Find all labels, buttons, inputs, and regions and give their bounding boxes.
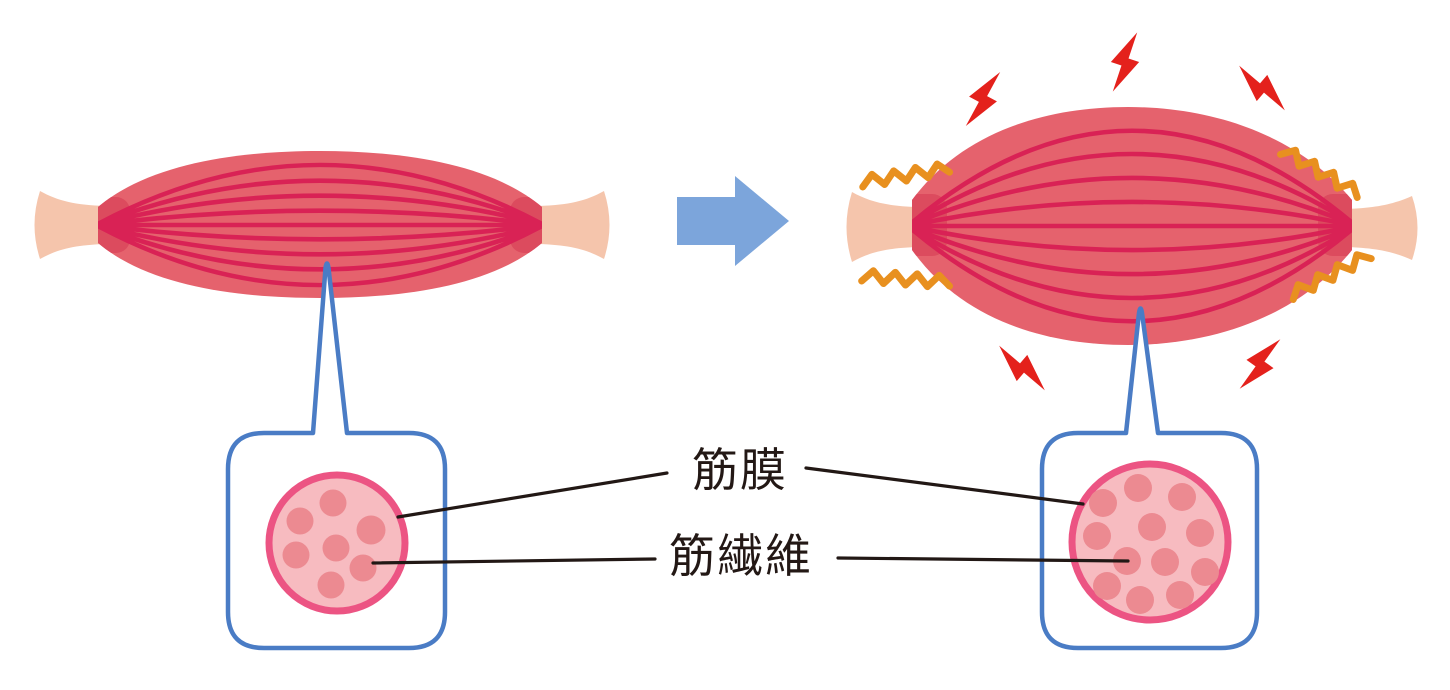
muscle-fiber-dots [1083, 474, 1219, 614]
muscle-fiber-dot [317, 571, 345, 599]
muscle-fiber-stripes [98, 162, 542, 288]
muscle-fiber-dot [1186, 519, 1214, 547]
normal-muscle-illustration [34, 151, 610, 298]
muscle-fiber-dot [1083, 522, 1111, 550]
muscle-fiber-dot [1089, 489, 1117, 517]
fascia-leader-right [804, 466, 1085, 506]
fiber-leader-left [371, 557, 657, 565]
fascia-label: 筋膜 [692, 444, 788, 496]
muscle-fiber-dot [282, 541, 310, 569]
tendon-right-icon [1346, 196, 1418, 260]
pain-lightning-icon [1106, 29, 1144, 95]
left-cross-section-callout [225, 261, 448, 651]
swollen-muscle-illustration [846, 29, 1418, 399]
tendon-left-icon [34, 191, 106, 259]
muscle-fiber-dot [1093, 572, 1121, 600]
muscle-fiber-dot [1151, 548, 1179, 576]
pain-lightning-icon [1228, 60, 1296, 116]
muscle-fiber-stripes [912, 128, 1352, 324]
transition-arrow-icon [677, 176, 789, 266]
muscle-fiber-dot [1138, 513, 1166, 541]
muscle-fiber-dots [282, 489, 386, 599]
fascia-leader-left [396, 471, 669, 519]
muscle-fiber-dot [322, 534, 350, 562]
tendon-left-icon [846, 192, 918, 262]
muscle-fiber-dot [1168, 483, 1196, 511]
fiber-leader-right [836, 556, 1130, 563]
muscle-fiber-label: 筋繊維 [669, 530, 813, 582]
pain-lightning-icon [960, 65, 1006, 133]
muscle-fiber-dot [1166, 581, 1194, 609]
label-leaders [371, 466, 1130, 565]
muscle-fiber-dot [286, 507, 314, 535]
muscle-fiber-dot [1124, 474, 1152, 502]
pain-lightning-icon [1234, 329, 1286, 399]
right-cross-section-callout [1039, 306, 1260, 651]
tendon-right-icon [538, 191, 610, 259]
muscle-fiber-dot [356, 515, 386, 545]
muscle-fiber-dot [349, 554, 377, 582]
muscle-fiber-dot [1191, 558, 1219, 586]
muscle-fiber-dot [1126, 586, 1154, 614]
muscle-fiber-dot [319, 489, 347, 517]
pain-lightning-icon [988, 340, 1056, 396]
